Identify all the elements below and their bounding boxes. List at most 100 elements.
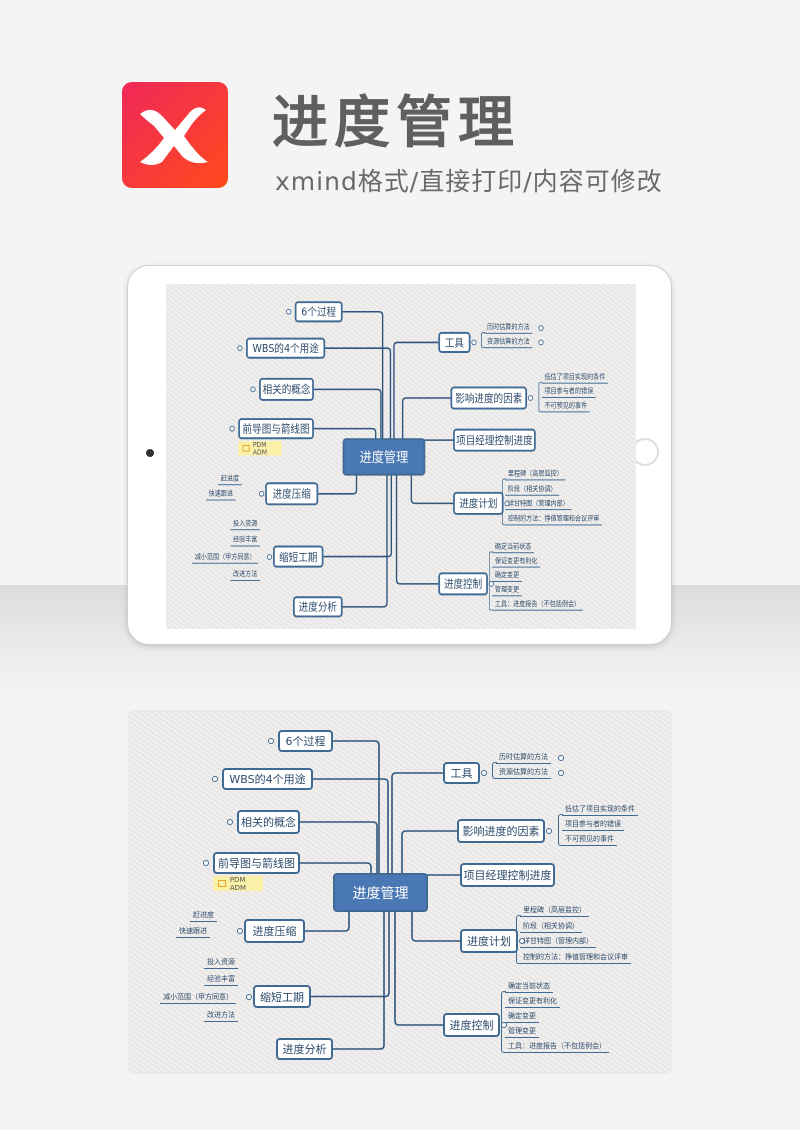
topic-node[interactable]: WBS的4个用途 — [246, 337, 326, 359]
xmind-logo — [122, 82, 228, 188]
marker-icon[interactable] — [538, 339, 544, 346]
collapse-dot[interactable] — [546, 828, 552, 834]
collapse-dot[interactable] — [471, 339, 477, 346]
collapse-dot[interactable] — [246, 993, 252, 1000]
subtopic[interactable]: 经验丰富 — [204, 974, 238, 986]
subtopic[interactable]: 项目参与者的错误 — [541, 387, 596, 399]
subtopic[interactable]: 不可预见的事件 — [562, 834, 617, 846]
collapse-dot[interactable] — [227, 819, 233, 825]
collapse-dot[interactable] — [237, 928, 243, 934]
subtopic[interactable]: 确定当前状态 — [492, 542, 535, 554]
topic-node[interactable]: 影响进度的因素 — [457, 819, 545, 843]
subtopic[interactable]: 经验丰富 — [230, 535, 260, 547]
subtopic[interactable]: 管理变更 — [505, 1026, 539, 1038]
topic-node[interactable]: 工具 — [438, 331, 471, 353]
topic-node[interactable]: 前导图与箭线图 — [213, 852, 300, 874]
connector-lines — [300, 740, 460, 1050]
subtopic[interactable]: 改进方法 — [230, 569, 260, 581]
topic-node[interactable]: 项目经理控制进度 — [460, 863, 555, 887]
subtopic[interactable]: 详甘特图（管理内部） — [520, 936, 596, 948]
branch-line — [401, 830, 457, 894]
collapse-dot[interactable] — [237, 345, 243, 352]
collapse-dot[interactable] — [203, 860, 209, 866]
subtopic[interactable]: 历时估算的方法 — [484, 322, 533, 334]
subtopic[interactable]: 详甘特图（管理内部） — [505, 499, 572, 511]
topic-node[interactable]: 缩短工期 — [253, 985, 311, 1008]
marker-icon[interactable] — [538, 325, 544, 331]
topic-node[interactable]: 相关的概念 — [237, 810, 300, 834]
branch-line — [313, 388, 382, 458]
topic-node[interactable]: 进度分析 — [276, 1038, 333, 1060]
subtopic[interactable]: 确定当前状态 — [505, 981, 553, 993]
central-topic[interactable]: 进度管理 — [342, 438, 426, 476]
topic-node[interactable]: 进度计划 — [460, 929, 518, 953]
topic-node[interactable]: 6个过程 — [278, 730, 333, 752]
subtopic[interactable]: 阶段（相关协调） — [505, 484, 560, 496]
subtopic[interactable]: 保证变更有利化 — [505, 996, 560, 1008]
subtopic[interactable]: 快速跟进 — [176, 926, 210, 938]
topic-node[interactable]: 进度压缩 — [265, 482, 319, 506]
topic-node[interactable]: 项目经理控制进度 — [453, 428, 536, 452]
topic-node[interactable]: WBS的4个用途 — [222, 768, 313, 790]
collapse-dot[interactable] — [519, 938, 525, 944]
subtopic[interactable]: 工具：进度报告（不包括例会） — [492, 599, 583, 611]
topic-node[interactable]: 进度控制 — [438, 572, 488, 596]
collapse-dot[interactable] — [504, 500, 510, 507]
subtopic[interactable]: 赶进度 — [218, 474, 242, 486]
marker-icon[interactable] — [558, 755, 564, 761]
topic-node[interactable]: 影响进度的因素 — [450, 386, 528, 410]
collapse-dot[interactable] — [268, 738, 274, 744]
branch-line — [333, 740, 380, 894]
subtopic[interactable]: 确定变更 — [505, 1011, 539, 1023]
subtopic-bracket — [558, 814, 563, 846]
collapse-dot[interactable] — [229, 425, 235, 432]
marker-icon[interactable] — [558, 770, 564, 776]
subtopic[interactable]: 项目参与者的错误 — [562, 819, 624, 831]
subtopic[interactable]: 确定变更 — [492, 570, 522, 582]
subtopic[interactable]: 不可预见的事件 — [541, 401, 590, 413]
topic-node[interactable]: 6个过程 — [294, 301, 343, 323]
subtopic[interactable]: 里程碑（高层监控） — [520, 905, 589, 917]
subtopic[interactable]: 快速跟进 — [206, 489, 236, 501]
topic-node[interactable]: 工具 — [443, 762, 480, 784]
subtopic[interactable]: 保证变更有利化 — [492, 556, 541, 568]
topic-node[interactable]: 进度计划 — [453, 491, 504, 515]
subtopic[interactable]: 投入资源 — [204, 957, 238, 969]
collapse-dot[interactable] — [266, 553, 273, 560]
topic-node[interactable]: 缩短工期 — [273, 545, 324, 568]
subtopic[interactable]: 历时估算的方法 — [496, 752, 551, 764]
topic-node[interactable]: 进度压缩 — [244, 919, 305, 943]
collapse-dot[interactable] — [212, 776, 218, 782]
central-topic[interactable]: 进度管理 — [333, 873, 428, 912]
subtopic[interactable]: 赶进度 — [190, 910, 217, 922]
topic-node[interactable]: 进度控制 — [443, 1013, 500, 1037]
note-icon — [218, 880, 226, 887]
collapse-dot[interactable] — [286, 308, 292, 315]
subtopic[interactable]: 减小范围（甲方同意） — [160, 992, 236, 1004]
subtopic[interactable]: 改进方法 — [204, 1010, 238, 1022]
subtopic[interactable]: 控制的方法：挣值管理和会议评审 — [520, 952, 631, 964]
subtopic[interactable]: 低估了项目实现的条件 — [562, 804, 638, 816]
subtopic-bracket — [516, 915, 521, 964]
collapse-dot[interactable] — [527, 395, 534, 401]
subtopic[interactable]: 低估了项目实现的条件 — [541, 372, 608, 384]
topic-node[interactable]: 进度分析 — [293, 596, 343, 618]
subtopic[interactable]: 里程碑（高层监控） — [505, 469, 566, 481]
subtopic[interactable]: 投入资源 — [230, 519, 260, 531]
subtopic[interactable]: 管理变更 — [492, 585, 522, 597]
topic-node[interactable]: 前导图与箭线图 — [238, 418, 314, 440]
subtopic[interactable]: 资源估算的方法 — [484, 337, 533, 349]
topic-node[interactable]: 相关的概念 — [259, 377, 314, 401]
subtopic[interactable]: 控制的方法：挣值管理和会议评审 — [505, 513, 602, 525]
collapse-dot[interactable] — [259, 490, 265, 497]
subtopic[interactable]: 减小范围（甲方同意） — [192, 552, 259, 564]
subtopic[interactable]: 资源估算的方法 — [496, 767, 551, 779]
collapse-dot[interactable] — [481, 770, 487, 776]
collapse-dot[interactable] — [250, 386, 256, 393]
subtopic-bracket — [492, 762, 497, 779]
branch-line — [391, 772, 443, 894]
subtopic[interactable]: 阶段（相关协调） — [520, 921, 582, 933]
subtopic[interactable]: 工具：进度报告（不包括例会） — [505, 1041, 609, 1053]
